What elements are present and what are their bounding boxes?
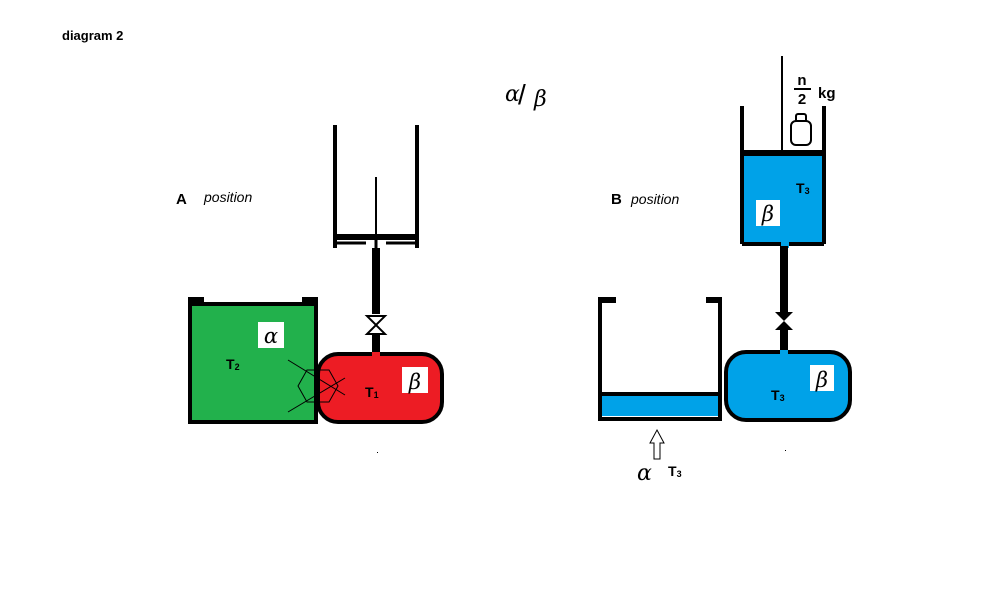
open-tank-b [598,297,722,421]
tank-alpha-a: α T2 [188,297,318,424]
tank-alpha-a-temp: T2 [226,356,240,372]
cylinder-b-temp: T3 [796,180,810,196]
pipe-a-upper [372,248,380,314]
piston-b [742,150,824,156]
tank-beta-a-temp: T1 [365,384,379,400]
pipe-b-lower [780,330,788,352]
dot-a [377,452,378,453]
valve-b-icon [775,312,793,330]
pipe-b-upper [780,246,788,312]
header-beta: β [533,87,547,112]
tank-beta-a: β T1 [316,352,444,424]
tank-beta-a-symbol: β [408,370,421,394]
cylinder-b-symbol: β [761,202,774,226]
hex-connector-icon [287,359,346,413]
position-b-label: position [630,191,679,207]
mass-label: n 2 kg [794,72,836,108]
cylinder-b: β T3 [740,56,826,248]
diagram-title: diagram 2 [62,28,123,43]
weight-icon [790,113,812,146]
header-alpha: α [505,82,520,107]
mass-unit: kg [818,85,836,102]
position-b-letter: B [611,191,622,208]
header-ratio: α / β [505,79,547,112]
up-arrow-icon [649,428,665,460]
tank-alpha-a-symbol: α [264,324,278,348]
header-slash: / [518,79,526,110]
mass-numerator: n [797,72,806,89]
cylinder-a [333,125,419,248]
mass-denominator: 2 [798,91,806,108]
piston-a [335,234,417,240]
position-a: A position α T2 [176,125,444,453]
position-a-label: position [203,189,252,205]
tank-beta-b: β T3 [724,350,852,422]
open-tank-layer [602,396,718,416]
dot-b [785,450,786,451]
position-a-letter: A [176,191,187,208]
tank-beta-b-temp: T3 [771,387,785,403]
pipe-a-lower [372,334,380,354]
open-tank-alpha: α [637,461,652,486]
tank-beta-b-symbol: β [815,368,828,392]
position-b: B position β T3 n 2 kg [598,56,852,486]
valve-a-icon [364,315,388,335]
open-tank-temp: T3 [668,463,682,479]
